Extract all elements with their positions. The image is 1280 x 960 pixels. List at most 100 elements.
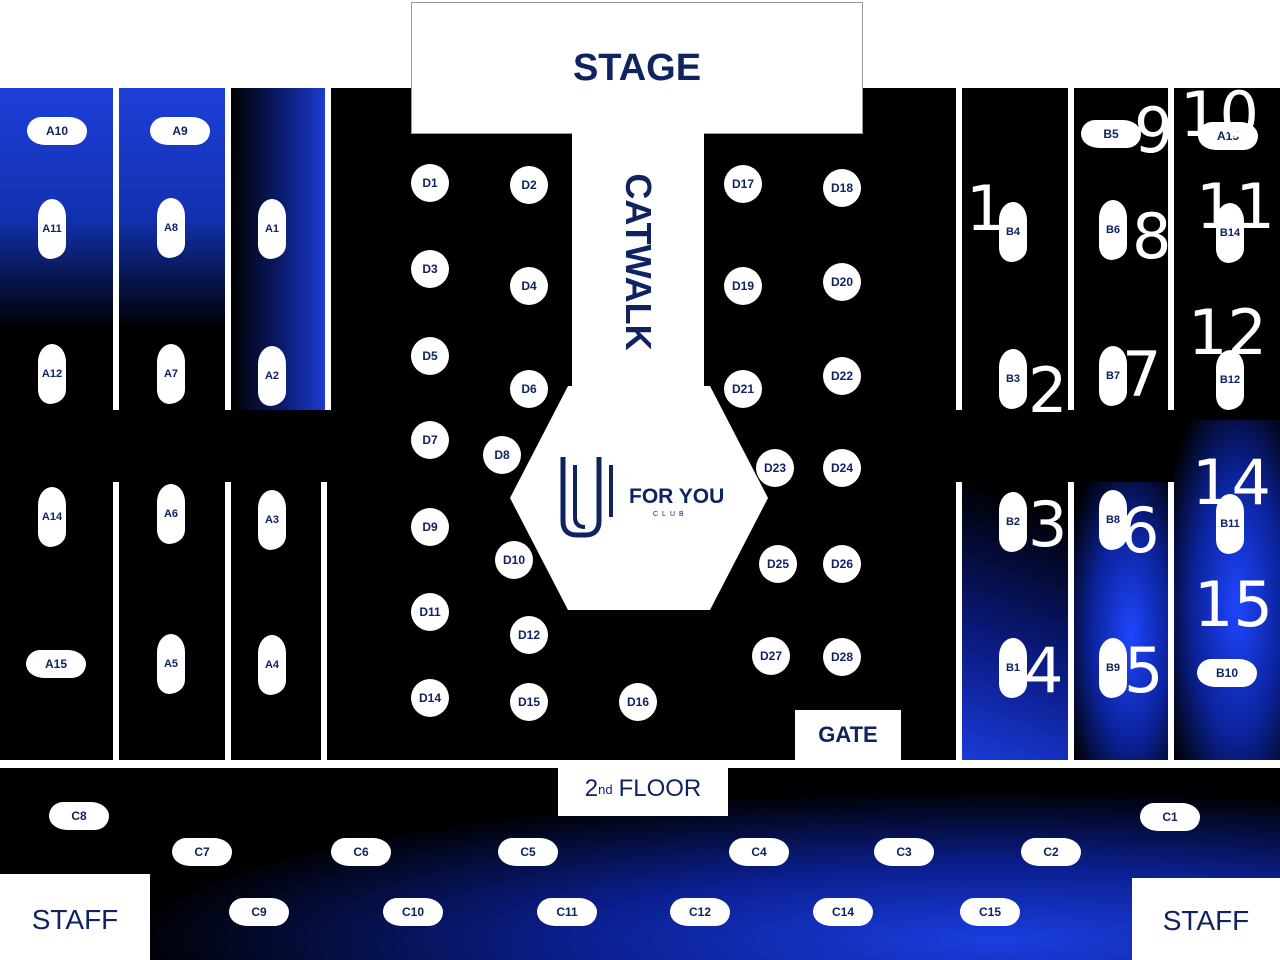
logo-mark-icon (560, 457, 613, 538)
table-d5[interactable]: D5 (411, 337, 449, 375)
staff-left-label: STAFF (31, 904, 119, 935)
table-d21[interactable]: D21 (724, 370, 762, 408)
table-b15[interactable]: A15 (1198, 122, 1258, 150)
table-a7[interactable]: A7 (157, 344, 185, 404)
zone-number: 10 (1180, 78, 1259, 151)
table-a14[interactable]: A14 (38, 487, 66, 547)
zone-number: 4 (1024, 634, 1064, 707)
table-b2[interactable]: B2 (999, 492, 1027, 552)
table-d24[interactable]: D24 (823, 449, 861, 487)
table-c2[interactable]: C2 (1021, 838, 1081, 866)
table-a12[interactable]: A12 (38, 344, 66, 404)
table-d28[interactable]: D28 (823, 638, 861, 676)
table-b6[interactable]: B6 (1099, 200, 1127, 260)
divider (1068, 482, 1074, 760)
divider (1168, 88, 1174, 410)
table-b1[interactable]: B1 (999, 638, 1027, 698)
zone-number: 2 (1028, 354, 1068, 427)
table-c4[interactable]: C4 (729, 838, 789, 866)
table-c9[interactable]: C9 (229, 898, 289, 926)
staff-right: STAFF (1132, 878, 1280, 960)
divider (225, 482, 231, 760)
table-a3[interactable]: A3 (258, 490, 286, 550)
table-d1[interactable]: D1 (411, 164, 449, 202)
table-d12[interactable]: D12 (510, 616, 548, 654)
stage-label: STAGE (572, 46, 702, 89)
table-d23[interactable]: D23 (756, 449, 794, 487)
table-b5[interactable]: B5 (1081, 120, 1141, 148)
table-b11[interactable]: B11 (1216, 494, 1244, 554)
logo-name: FOR YOU (629, 485, 725, 508)
table-d17[interactable]: D17 (724, 165, 762, 203)
table-b3[interactable]: B3 (999, 349, 1027, 409)
table-b14[interactable]: B14 (1216, 203, 1244, 263)
zone-number: 15 (1194, 568, 1273, 641)
table-c6[interactable]: C6 (331, 838, 391, 866)
table-d22[interactable]: D22 (823, 357, 861, 395)
divider (956, 88, 962, 410)
table-a15[interactable]: A15 (26, 650, 86, 678)
second-floor-num: 2 (584, 775, 599, 802)
table-d27[interactable]: D27 (752, 637, 790, 675)
table-d26[interactable]: D26 (823, 545, 861, 583)
table-b9[interactable]: B9 (1099, 638, 1127, 698)
zone-number: 1 (966, 172, 1006, 245)
table-c12[interactable]: C12 (670, 898, 730, 926)
table-c8[interactable]: C8 (49, 802, 109, 830)
table-d10[interactable]: D10 (495, 541, 533, 579)
table-d16[interactable]: D16 (619, 683, 657, 721)
zone-number: 5 (1124, 634, 1164, 707)
table-c15[interactable]: C15 (960, 898, 1020, 926)
divider (325, 88, 331, 410)
divider (113, 88, 119, 410)
table-a11[interactable]: A11 (38, 199, 66, 259)
table-a1[interactable]: A1 (258, 199, 286, 259)
table-b10[interactable]: B10 (1197, 659, 1257, 687)
divider (1068, 88, 1074, 410)
zone-b-col3 (1174, 420, 1280, 760)
table-a10[interactable]: A10 (27, 117, 87, 145)
second-floor-sup: nd (598, 781, 613, 797)
table-a8[interactable]: A8 (157, 198, 185, 258)
zone-number: 6 (1120, 494, 1160, 567)
table-c1[interactable]: C1 (1140, 803, 1200, 831)
table-d3[interactable]: D3 (411, 250, 449, 288)
table-d7[interactable]: D7 (411, 421, 449, 459)
table-c14[interactable]: C14 (813, 898, 873, 926)
zone-number: 11 (1196, 170, 1275, 243)
table-a5[interactable]: A5 (157, 634, 185, 694)
logo-sub: CLUB (653, 511, 688, 518)
table-a4[interactable]: A4 (258, 635, 286, 695)
table-d8[interactable]: D8 (483, 436, 521, 474)
table-d4[interactable]: D4 (510, 267, 548, 305)
table-c7[interactable]: C7 (172, 838, 232, 866)
table-a6[interactable]: A6 (157, 484, 185, 544)
table-d6[interactable]: D6 (510, 370, 548, 408)
table-d19[interactable]: D19 (724, 267, 762, 305)
divider (225, 88, 231, 410)
table-c3[interactable]: C3 (874, 838, 934, 866)
table-d14[interactable]: D14 (411, 679, 449, 717)
table-b8[interactable]: B8 (1099, 490, 1127, 550)
table-d11[interactable]: D11 (411, 593, 449, 631)
table-c5[interactable]: C5 (498, 838, 558, 866)
table-a2[interactable]: A2 (258, 346, 286, 406)
table-d9[interactable]: D9 (411, 508, 449, 546)
table-b4[interactable]: B4 (999, 202, 1027, 262)
table-b7[interactable]: B7 (1099, 346, 1127, 406)
gate-label: GATE (818, 722, 878, 747)
table-c11[interactable]: C11 (537, 898, 597, 926)
table-d15[interactable]: D15 (510, 683, 548, 721)
table-d25[interactable]: D25 (759, 545, 797, 583)
table-c10[interactable]: C10 (383, 898, 443, 926)
table-d2[interactable]: D2 (510, 166, 548, 204)
zone-number: 3 (1028, 488, 1068, 561)
zone-number: 9 (1134, 94, 1174, 167)
table-b12[interactable]: B12 (1216, 350, 1244, 410)
table-a9[interactable]: A9 (150, 117, 210, 145)
club-logo: FOR YOU CLUB (555, 455, 735, 545)
table-d18[interactable]: D18 (823, 169, 861, 207)
divider (113, 482, 119, 760)
table-d20[interactable]: D20 (823, 263, 861, 301)
